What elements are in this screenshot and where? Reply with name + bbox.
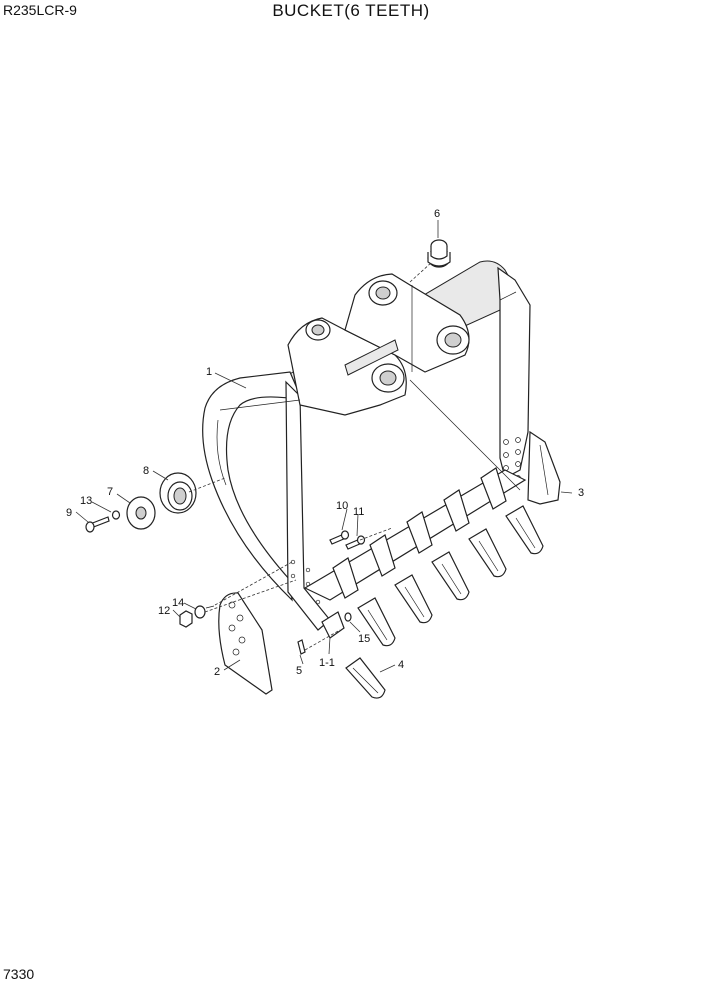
model-number: R235LCR-9 [3, 2, 77, 18]
callout-7: 7 [107, 486, 113, 498]
tooth-adapters [321, 467, 507, 639]
callout-6: 6 [434, 208, 440, 220]
bucket-teeth [345, 505, 544, 699]
hardware-parts [85, 239, 451, 655]
callout-2: 2 [214, 666, 220, 678]
callout-11: 11 [353, 506, 364, 518]
callout-1: 1 [206, 366, 212, 378]
callout-12: 12 [158, 605, 170, 617]
callout-8: 8 [143, 465, 149, 477]
callout-labels: 6 1 8 7 13 9 10 11 3 14 12 2 5 1-1 15 4 [66, 208, 584, 678]
callout-3: 3 [578, 487, 584, 499]
callout-15: 15 [358, 633, 370, 645]
callout-leaders [75, 220, 573, 673]
bucket-body [202, 260, 531, 631]
callout-5: 5 [296, 665, 302, 677]
callout-10: 10 [336, 500, 348, 512]
page-title: BUCKET(6 TEETH) [272, 1, 430, 20]
callout-1-1: 1-1 [319, 657, 335, 669]
callout-13: 13 [80, 495, 92, 507]
page-number: 7330 [3, 966, 35, 982]
callout-4: 4 [398, 659, 404, 671]
callout-14: 14 [172, 597, 184, 609]
side-cutter-plate [218, 592, 273, 695]
assembly-guides [188, 261, 433, 651]
callout-9: 9 [66, 507, 72, 519]
side-cutter [527, 430, 561, 505]
